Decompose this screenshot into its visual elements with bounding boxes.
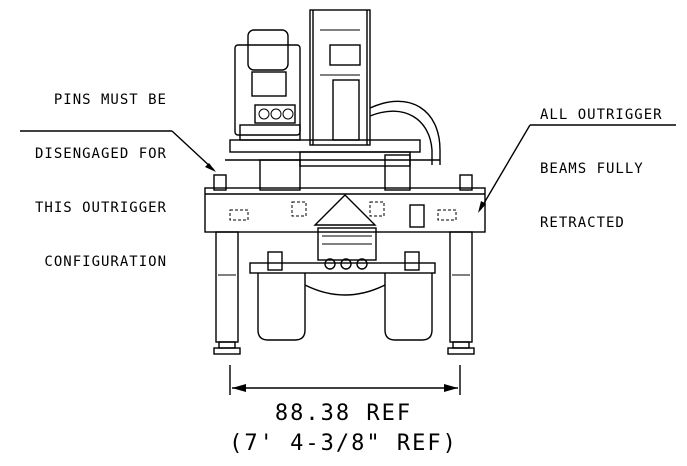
left-leader	[20, 130, 216, 172]
seat-assembly	[234, 29, 301, 141]
note-line: THIS OUTRIGGER	[34, 200, 167, 216]
note-line: DISENGAGED FOR	[34, 146, 167, 162]
control-panel	[249, 227, 436, 274]
pins-disengaged-note: PINS MUST BE DISENGAGED FOR THIS OUTRIGG…	[35, 55, 167, 289]
dimension-line	[229, 365, 461, 395]
hose-boom	[369, 100, 441, 165]
mast-assembly	[309, 9, 371, 146]
note-line: ALL OUTRIGGER	[540, 107, 663, 123]
wheels	[257, 273, 433, 341]
right-outrigger-leg	[447, 174, 475, 355]
beams-retracted-note: ALL OUTRIGGER BEAMS FULLY RETRACTED	[540, 70, 663, 250]
upper-deck	[225, 139, 440, 191]
right-leader	[478, 124, 676, 213]
dimension-value: 88.38 REF	[274, 401, 413, 426]
note-line: CONFIGURATION	[44, 254, 167, 270]
outrigger-beam	[204, 187, 486, 233]
note-line: PINS MUST BE	[53, 92, 167, 108]
note-line: RETRACTED	[540, 215, 625, 231]
dimension-imperial: (7' 4-3/8" REF)	[229, 431, 458, 456]
note-line: BEAMS FULLY	[540, 161, 644, 177]
left-outrigger-leg	[213, 174, 241, 355]
